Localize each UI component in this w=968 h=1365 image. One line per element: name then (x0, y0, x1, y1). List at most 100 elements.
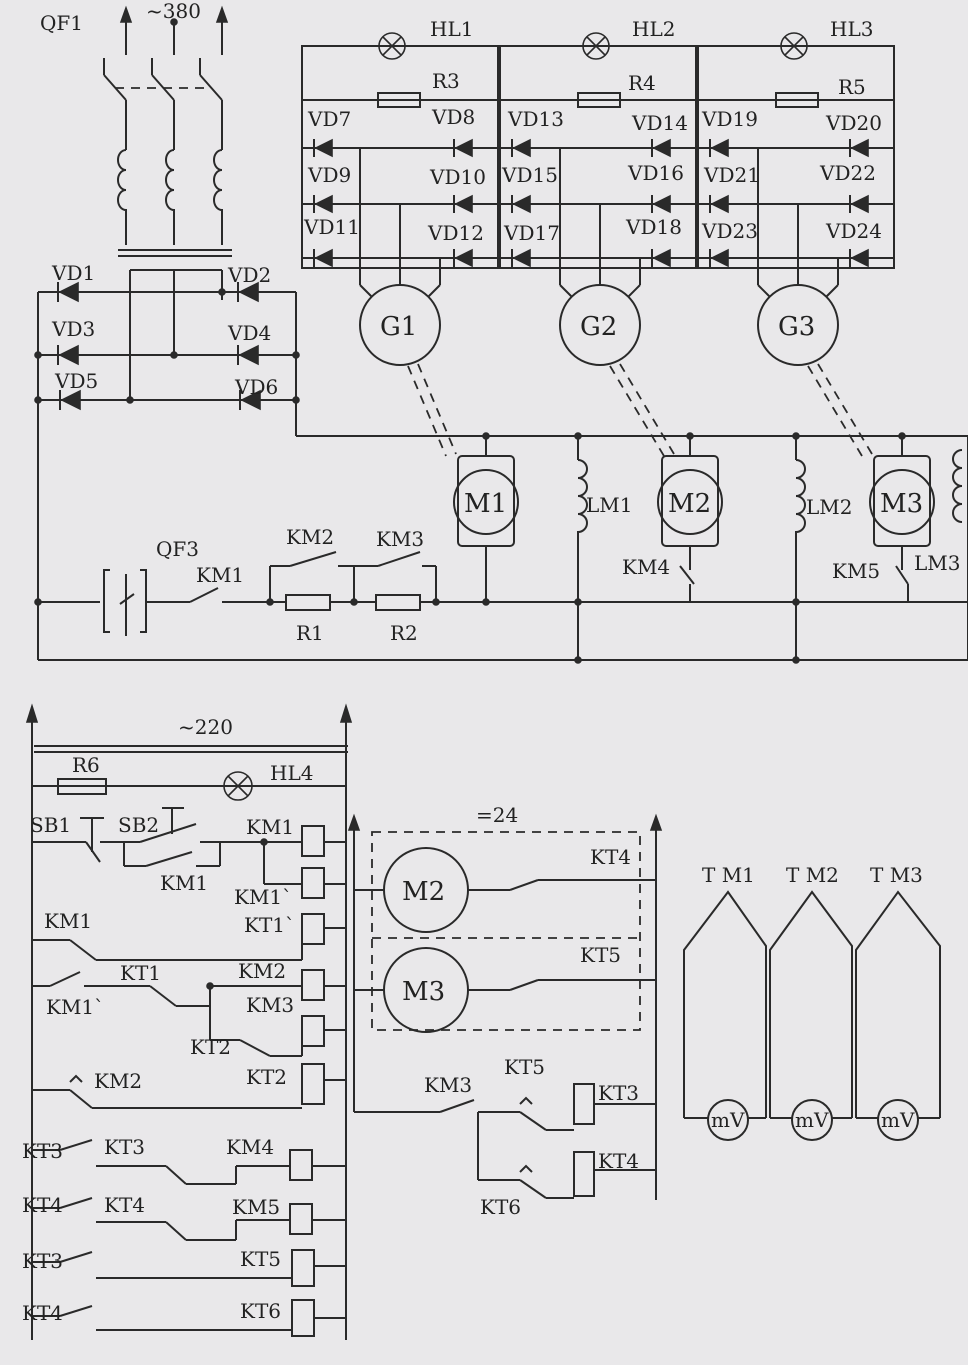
vd15-label: VD15 (501, 163, 558, 187)
coupling-lines (407, 363, 873, 457)
supply-arrow-icons (119, 5, 229, 55)
coil-kt6-label: KT6 (240, 1299, 281, 1323)
contact-kt3-a-label: KT3 (22, 1139, 63, 1163)
tm3-label: T M3 (870, 863, 923, 887)
supply-24-label: =24 (476, 803, 518, 827)
dc-m2-label: M2 (402, 877, 445, 907)
tm1-label: T M1 (702, 863, 755, 887)
vd4-label: VD4 (227, 321, 271, 345)
qf3-label: QF3 (156, 537, 199, 561)
meter-1-label: mV (711, 1108, 745, 1132)
contact-kt2-label: KT2 (190, 1035, 231, 1059)
g3-label: G3 (778, 312, 815, 342)
lm3-label: LM3 (914, 551, 960, 575)
coil-kt1-label: KT1` (244, 913, 295, 937)
km2-label: KM2 (286, 525, 334, 549)
coil-km2-label: KM2 (238, 959, 286, 983)
dc-coil-kt3-label: KT3 (598, 1081, 639, 1105)
vd8-label: VD8 (431, 105, 475, 129)
qf1-breaker-icon (103, 58, 223, 150)
vd2-label: VD2 (227, 263, 271, 287)
g2-label: G2 (580, 312, 617, 342)
motor-bus (34, 432, 968, 664)
contact-kt4-c-label: KT4 (22, 1301, 63, 1325)
vd5-label: VD5 (54, 369, 98, 393)
lm1-label: LM1 (586, 493, 632, 517)
g1-label: G1 (380, 312, 417, 342)
vd21-label: VD21 (703, 163, 760, 187)
lm2-label: LM2 (806, 495, 852, 519)
control-row-kt1 (32, 913, 346, 961)
control-row-kt5 (32, 1249, 346, 1287)
generator-bridge-2 (499, 32, 697, 285)
coil-km1-prime-label: KM1` (234, 885, 292, 909)
hl4-label: HL4 (270, 761, 313, 785)
meter-2-label: mV (795, 1108, 829, 1132)
r2-label: R2 (390, 621, 418, 645)
contact-kt4-a-label: KT4 (22, 1193, 63, 1217)
vd7-label: VD7 (307, 107, 351, 131)
control-row-kt2 (32, 1063, 346, 1109)
r1-label: R1 (296, 621, 324, 645)
r5-label: R5 (838, 75, 866, 99)
dc-km3-label: KM3 (424, 1073, 472, 1097)
r3-label: R3 (432, 69, 460, 93)
dc-m3-label: M3 (402, 977, 445, 1007)
hl3-label: HL3 (830, 17, 873, 41)
transformer-icon (117, 149, 232, 400)
vd9-label: VD9 (307, 163, 351, 187)
generator-bridge-3 (697, 32, 895, 285)
control-row-km2-km3 (32, 969, 346, 1057)
generator-bridge-1 (301, 32, 499, 285)
vd3-label: VD3 (51, 317, 95, 341)
power-circuit: QF1 ~380 (34, 0, 968, 664)
km4-label: KM4 (622, 555, 670, 579)
coil-km4-label: KM4 (226, 1135, 274, 1159)
m2-label: M2 (668, 489, 711, 519)
km5-label: KM5 (832, 559, 880, 583)
m3-label: M3 (880, 489, 923, 519)
vd11-label: VD11 (303, 215, 360, 239)
tm2-label: T M2 (786, 863, 839, 887)
km1-label: KM1 (196, 563, 244, 587)
contact-kt1-label: KT1 (120, 961, 161, 985)
start-resistor-string (103, 551, 486, 636)
vd22-label: VD22 (819, 161, 876, 185)
vd13-label: VD13 (507, 107, 564, 131)
contact-kt3-c-label: KT3 (22, 1249, 63, 1273)
vd24-label: VD24 (825, 219, 882, 243)
km3-label: KM3 (376, 527, 424, 551)
contact-km1-prime-label: KM1` (46, 995, 104, 1019)
vd10-label: VD10 (429, 165, 486, 189)
m1-label: M1 (464, 489, 507, 519)
vd23-label: VD23 (701, 219, 758, 243)
coil-kt2-label: KT2 (246, 1065, 287, 1089)
vd16-label: VD16 (627, 161, 684, 185)
vd19-label: VD19 (701, 107, 758, 131)
vd6-label: VD6 (234, 375, 278, 399)
dc-kt6-label: KT6 (480, 1195, 521, 1219)
meter-3-label: mV (881, 1108, 915, 1132)
contact-kt3-b-label: KT3 (104, 1135, 145, 1159)
control-row-start (32, 807, 346, 899)
dc-kt4-label: KT4 (590, 845, 631, 869)
vd18-label: VD18 (625, 215, 682, 239)
coil-km3-label: KM3 (246, 993, 294, 1017)
sb1-label: SB1 (30, 813, 71, 837)
bridge-diode-labels: VD7 VD8 VD9 VD10 VD11 VD12 VD13 VD14 VD1… (303, 105, 882, 245)
thermocouple-meters: T M1 T M2 T M3 mV mV mV (683, 863, 941, 1141)
coil-kt5-label: KT5 (240, 1247, 281, 1271)
control-row-kt6 (32, 1299, 346, 1337)
contact-km1-b-label: KM1 (44, 909, 92, 933)
contact-km1-hold-label: KM1 (160, 871, 208, 895)
r6-label: R6 (72, 753, 100, 777)
supply-380-label: ~380 (146, 0, 201, 23)
vd12-label: VD12 (427, 221, 484, 245)
control-circuit: ~220 R6 HL4 (22, 703, 353, 1340)
dc-coil-kt4-label: KT4 (598, 1149, 639, 1173)
supply-220-label: ~220 (178, 715, 233, 739)
control-row-km4 (32, 1139, 346, 1185)
vd17-label: VD17 (503, 221, 560, 245)
